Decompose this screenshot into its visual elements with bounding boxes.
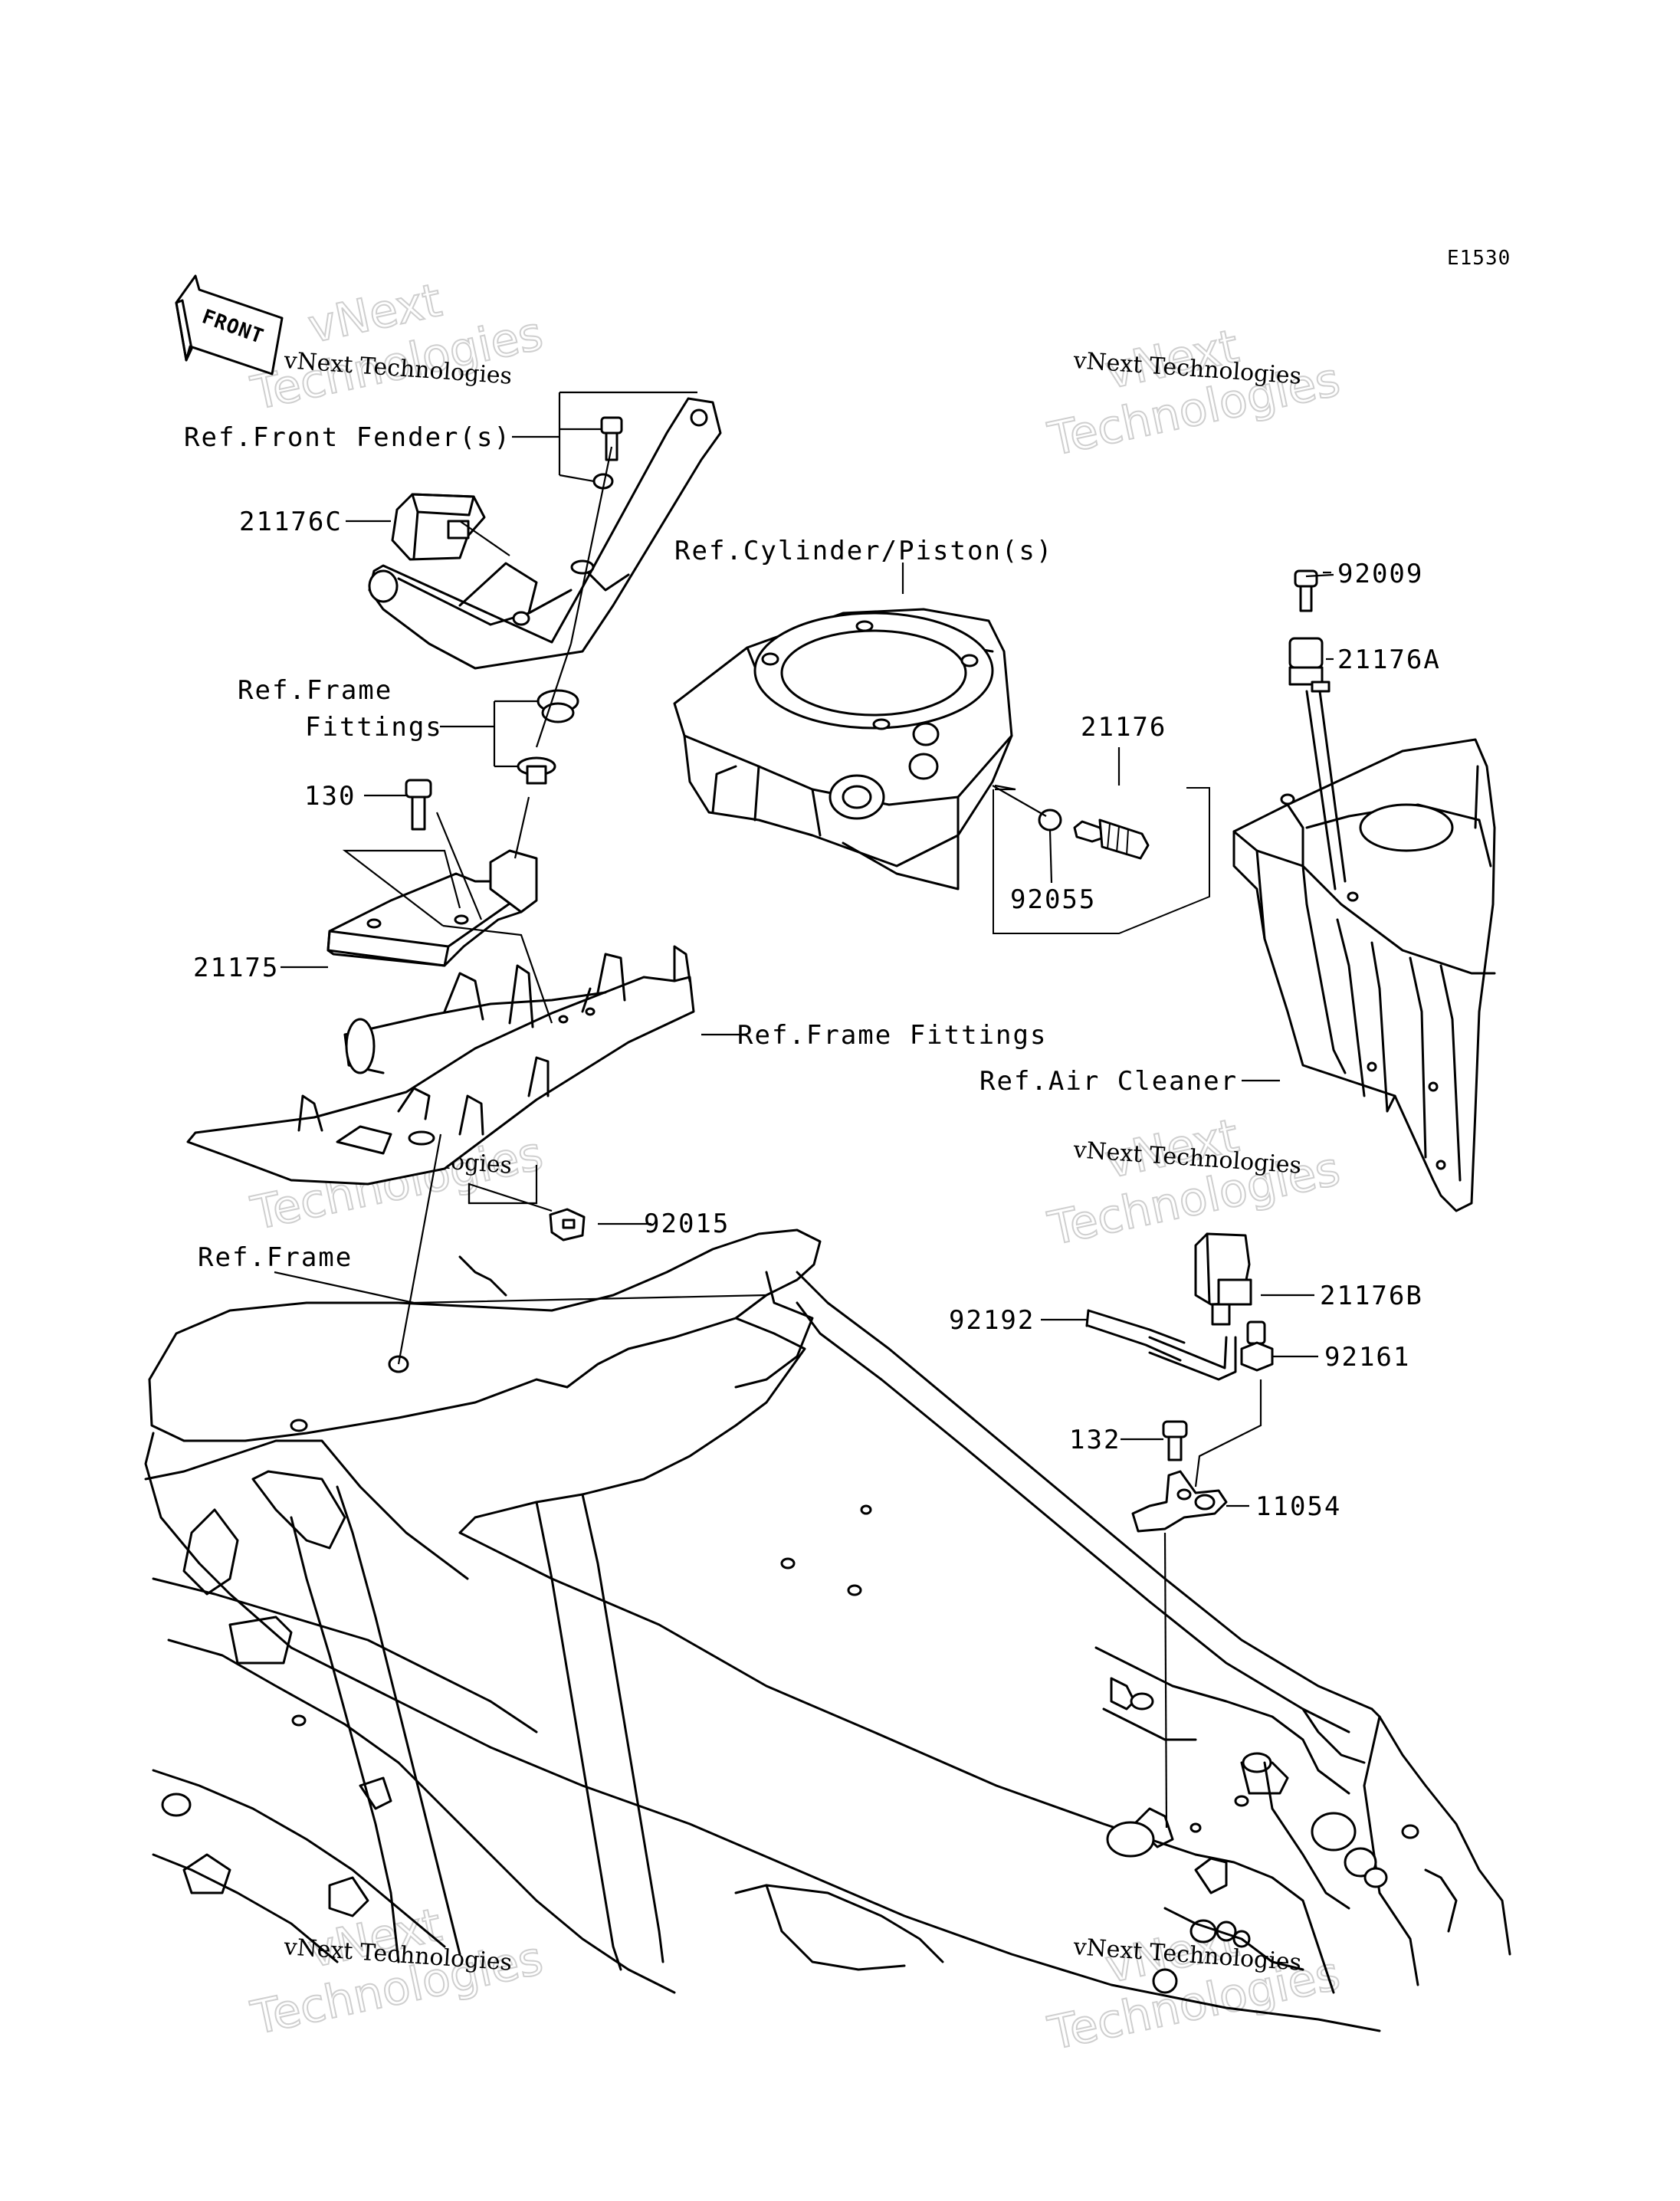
- main-frame: [144, 1228, 1511, 2032]
- label-ref-air-cleaner: Ref.Air Cleaner: [979, 1066, 1238, 1097]
- label-130: 130: [304, 781, 356, 812]
- ecu-21175-icon: [326, 849, 538, 967]
- grommet-icon: [536, 689, 579, 723]
- leader-lines: [274, 391, 1334, 1829]
- cylinder-block: [673, 608, 1013, 891]
- label-21176B: 21176B: [1320, 1281, 1423, 1311]
- bolt-92161-icon: [1240, 1320, 1274, 1372]
- label-ref-cylinder-piston: Ref.Cylinder/Piston(s): [674, 536, 1053, 566]
- label-11054: 11054: [1255, 1491, 1341, 1522]
- label-ref-frame-fittings-line1: Ref.Frame: [238, 675, 392, 706]
- label-92192: 92192: [949, 1305, 1035, 1336]
- tray-bracket: [186, 945, 695, 1186]
- sensor-21176A-icon: [1288, 637, 1347, 891]
- collar-icon: [517, 756, 556, 785]
- sensor-21176B-icon: [1194, 1232, 1252, 1326]
- clip-92015-icon: [549, 1208, 586, 1242]
- label-21176: 21176: [1081, 712, 1166, 743]
- label-132: 132: [1069, 1425, 1121, 1455]
- sensor-21176-icon: [1073, 818, 1150, 860]
- part-labels: Ref.Front Fender(s) 21176C Ref.Cylinder/…: [184, 422, 1441, 1522]
- sensor-21176C-icon: [391, 493, 486, 561]
- label-ref-frame-fittings-line2: Fittings: [305, 712, 443, 743]
- label-21175: 21175: [193, 953, 279, 983]
- label-92161: 92161: [1324, 1342, 1410, 1373]
- front-arrow-icon: FRONT: [175, 274, 284, 376]
- label-92015: 92015: [644, 1209, 730, 1239]
- label-ref-front-fender: Ref.Front Fender(s): [184, 422, 511, 453]
- label-21176C: 21176C: [239, 507, 343, 537]
- label-92009: 92009: [1337, 559, 1423, 589]
- label-21176A: 21176A: [1337, 645, 1441, 675]
- bolt-92009-icon: [1294, 569, 1318, 612]
- label-ref-frame-fittings-2: Ref.Frame Fittings: [737, 1020, 1047, 1051]
- bolt-132-icon: [1162, 1420, 1188, 1461]
- hose-92192-icon: [1085, 1309, 1237, 1381]
- label-92055: 92055: [1010, 884, 1096, 915]
- bracket-11054-icon: [1131, 1470, 1228, 1533]
- bolt-130-icon: [405, 779, 432, 831]
- o-ring-92055-icon: [1038, 809, 1062, 832]
- label-ref-frame: Ref.Frame: [198, 1242, 353, 1273]
- air-cleaner-box: [1232, 738, 1496, 1212]
- diagram-id: E1530: [1447, 247, 1511, 270]
- bolt-icon: [600, 416, 623, 461]
